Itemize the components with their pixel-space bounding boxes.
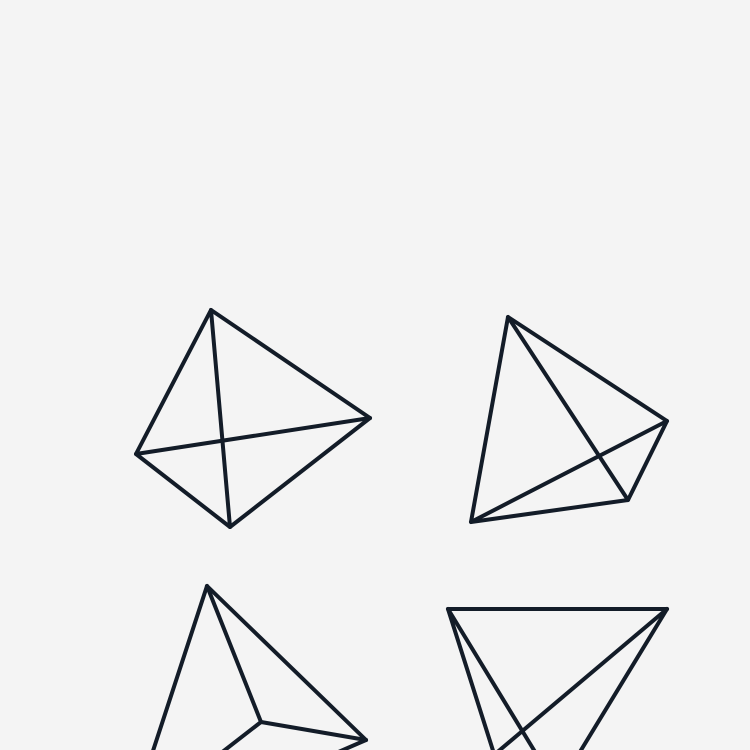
tetrahedron-3-edge-inner-right — [259, 720, 368, 742]
tetrahedron-3-edge-inner-down — [221, 720, 263, 750]
tetrahedron-4-edge-left — [446, 607, 495, 750]
wireframe-tetrahedron-icon-3 — [151, 584, 368, 750]
tetrahedron-1-edge-left-right — [134, 416, 372, 456]
wireframe-tetrahedron-icon-1 — [134, 308, 372, 529]
tetrahedron-4-edge-right — [578, 607, 669, 750]
wireframe-tetrahedron-icon-2 — [469, 315, 669, 524]
tetrahedron-1-edge-top-bottom — [209, 308, 232, 529]
tetrahedron-4-edge-right-inner — [496, 607, 669, 750]
tetrahedron-2-edge-bottom-right — [469, 419, 669, 524]
tetrahedron-1-outline — [134, 308, 372, 529]
wireframe-tetrahedron-icon-4 — [446, 607, 669, 750]
tetrahedron-3-edge-right — [205, 584, 368, 742]
tetrahedron-4-edge-left-inner — [446, 607, 537, 750]
tetrahedron-3-edge-right-down — [337, 738, 368, 750]
tetrahedron-2-outline — [469, 315, 669, 524]
tetrahedron-3-edge-apex-inner — [205, 584, 263, 724]
tetrahedron-3-edge-left — [151, 584, 209, 750]
tetrahedron-2-edge-top-inner — [506, 315, 630, 502]
